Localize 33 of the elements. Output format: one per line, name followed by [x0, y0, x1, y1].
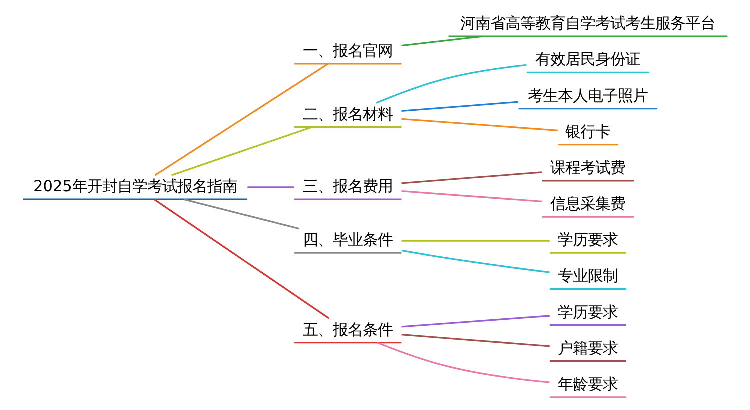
- node-text: 银行卡: [565, 122, 610, 141]
- node-text: 有效居民身份证: [535, 50, 640, 69]
- connector: [401, 36, 482, 47]
- connector: [401, 190, 542, 202]
- connector: [184, 198, 300, 230]
- connector: [401, 118, 558, 132]
- connector: [154, 199, 330, 320]
- node-text: 四、毕业条件: [302, 231, 393, 250]
- node-text: 课程考试费: [550, 158, 626, 177]
- node-text: 学历要求: [558, 303, 618, 322]
- connector: [401, 250, 550, 274]
- connector: [401, 172, 542, 184]
- node-text: 专业限制: [558, 267, 618, 286]
- connector: [401, 315, 550, 328]
- connector: [401, 334, 550, 348]
- connector: [247, 186, 294, 188]
- node-text: 学历要求: [558, 231, 618, 250]
- node-text: 一、报名官网: [302, 42, 393, 60]
- node-text: 年龄要求: [558, 375, 618, 394]
- connector: [401, 240, 550, 242]
- node-text: 信息采集费: [550, 195, 626, 214]
- connector: [401, 101, 518, 112]
- node-text: 二、报名材料: [302, 105, 393, 124]
- node-text: 河南省高等教育自学考试考生服务平台: [460, 14, 716, 33]
- node-text: 户籍要求: [558, 339, 618, 358]
- node-text: 三、报名费用: [302, 178, 393, 196]
- connector: [376, 342, 550, 384]
- node-text: 2025年开封自学考试报名指南: [32, 178, 237, 196]
- connector: [376, 64, 526, 104]
- connector: [154, 63, 328, 176]
- node-text: 五、报名条件: [302, 320, 393, 339]
- connector: [171, 126, 312, 176]
- node-text: 考生本人电子照片: [528, 86, 648, 105]
